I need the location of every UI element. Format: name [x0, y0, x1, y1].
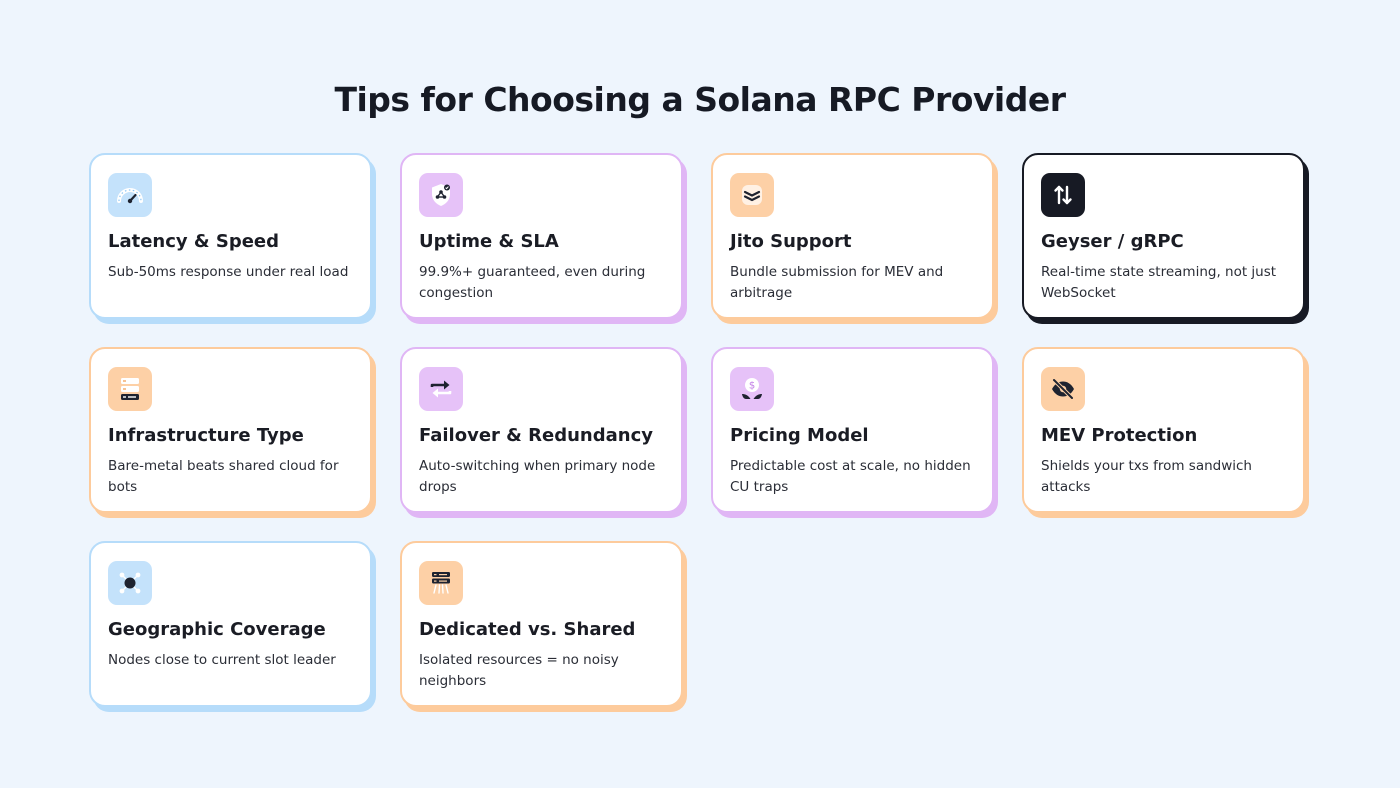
- swap-arrows-icon: [419, 367, 463, 411]
- tip-title: Failover & Redundancy: [419, 425, 653, 446]
- tip-description: Bundle submission for MEV and arbitrage: [730, 264, 944, 301]
- tips-grid: Latency & Speed Sub-50ms response under …: [89, 153, 1305, 707]
- network-node-icon: [108, 561, 152, 605]
- coin-hands-icon: $: [730, 367, 774, 411]
- tip-title: Jito Support: [730, 231, 852, 252]
- page-title: Tips for Choosing a Solana RPC Provider: [334, 80, 1066, 119]
- tip-title: Uptime & SLA: [419, 231, 559, 252]
- tip-title: Geographic Coverage: [108, 619, 326, 640]
- tip-description: Auto-switching when primary node drops: [419, 458, 656, 495]
- tip-description: Real-time state streaming, not just WebS…: [1041, 264, 1277, 301]
- svg-text:$: $: [749, 381, 755, 392]
- tip-description: Nodes close to current slot leader: [108, 652, 336, 668]
- tip-card-mev: MEV Protection Shields your txs from san…: [1022, 347, 1305, 513]
- tip-card-uptime: Uptime & SLA 99.9%+ guaranteed, even dur…: [400, 153, 683, 319]
- tip-description: 99.9%+ guaranteed, even during congestio…: [419, 264, 646, 301]
- tip-card-latency: Latency & Speed Sub-50ms response under …: [89, 153, 372, 319]
- tip-card-geyser: Geyser / gRPC Real-time state streaming,…: [1022, 153, 1305, 319]
- tip-description: Isolated resources = no noisy neighbors: [419, 652, 619, 689]
- tip-title: Dedicated vs. Shared: [419, 619, 636, 640]
- tip-description: Sub-50ms response under real load: [108, 264, 349, 280]
- tip-title: Pricing Model: [730, 425, 869, 446]
- tip-description: Predictable cost at scale, no hidden CU …: [730, 458, 971, 495]
- layers-icon: [730, 173, 774, 217]
- tip-description: Shields your txs from sandwich attacks: [1041, 458, 1252, 495]
- speedometer-icon: [108, 173, 152, 217]
- dedicated-server-icon: [419, 561, 463, 605]
- tip-title: Latency & Speed: [108, 231, 280, 252]
- server-rack-icon: [108, 367, 152, 411]
- tip-title: Geyser / gRPC: [1041, 231, 1184, 252]
- shield-network-icon: [419, 173, 463, 217]
- tip-card-dedicated: Dedicated vs. Shared Isolated resources …: [400, 541, 683, 707]
- tip-title: MEV Protection: [1041, 425, 1198, 446]
- tip-card-pricing: $ Pricing Model Predictable cost at scal…: [711, 347, 994, 513]
- eye-off-icon: [1041, 367, 1085, 411]
- tip-description: Bare-metal beats shared cloud for bots: [108, 458, 339, 495]
- tip-card-jito: Jito Support Bundle submission for MEV a…: [711, 153, 994, 319]
- tip-card-failover: Failover & Redundancy Auto-switching whe…: [400, 347, 683, 513]
- tip-card-geographic: Geographic Coverage Nodes close to curre…: [89, 541, 372, 707]
- tip-card-infrastructure: Infrastructure Type Bare-metal beats sha…: [89, 347, 372, 513]
- tip-title: Infrastructure Type: [108, 425, 304, 446]
- up-down-arrows-icon: [1041, 173, 1085, 217]
